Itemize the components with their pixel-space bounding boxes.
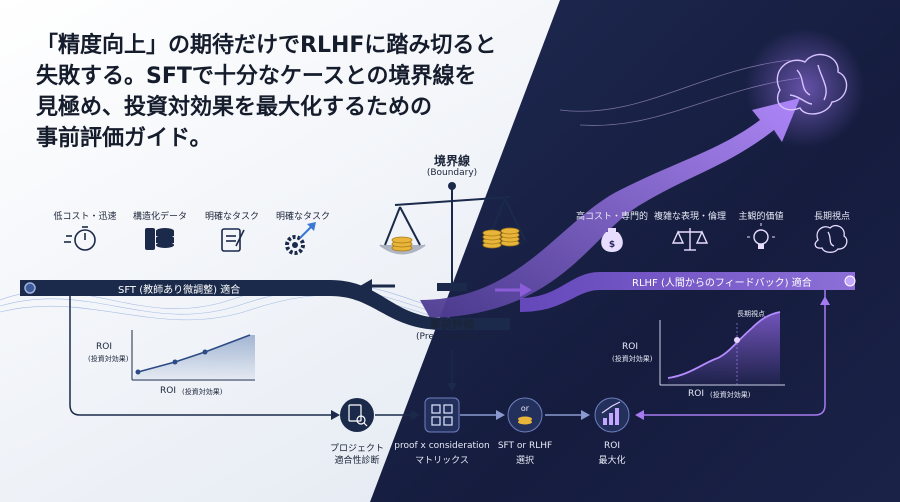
sft-feature-2: 構造化データ <box>132 212 188 222</box>
rlhf-feature-4: 長期視点 <box>813 212 851 222</box>
pre-eval-title: 事前評価 <box>430 318 474 331</box>
rlhf-feature-3: 主観的価値 <box>738 212 784 222</box>
headline: 「精度向上」の期待だけでRLHFに踏み切ると 失敗する。SFTで十分なケースとの… <box>36 30 506 154</box>
or-label: or <box>520 404 530 413</box>
lightbulb-icon <box>747 223 775 249</box>
gear-arrow-icon <box>285 222 316 255</box>
bar-growth-icon <box>603 408 619 425</box>
sft-feature-4: 明確なタスク <box>275 212 331 222</box>
rlhf-roi-ysub: (投資対効果) <box>612 355 653 363</box>
stopwatch-icon <box>64 226 96 251</box>
flow-step-3-line-1: SFT or RLHF <box>497 441 553 451</box>
sft-feature-3: 明確なタスク <box>204 212 260 222</box>
rlhf-feature-1: 高コスト・専門的 <box>575 212 649 222</box>
brain-icon <box>776 53 848 115</box>
sft-roi-ysub: (投資対効果) <box>88 355 129 363</box>
money-bag-icon: $ <box>601 228 623 252</box>
or-coins-icon <box>518 416 532 425</box>
rlhf-feature-2: 複雑な表現・倫理 <box>653 212 727 222</box>
headline-line-1: 「精度向上」の期待だけでRLHFに踏み切ると <box>36 33 497 58</box>
flow-step-2-line-1: proof x consideration <box>394 441 490 451</box>
boundary-subtitle: (Boundary) <box>426 168 478 178</box>
flow-step-2-line-2: マトリックス <box>415 456 469 466</box>
flow-step-3-line-2: 選択 <box>515 456 535 466</box>
rlhf-roi-chart <box>659 311 785 386</box>
sft-roi-chart <box>131 330 255 381</box>
coin-stack-icon <box>391 227 520 252</box>
flow-step-4-line-2: 最大化 <box>598 456 626 466</box>
flow-step-1-line-2: 適合性診断 <box>334 456 380 466</box>
brain-small-icon <box>814 224 848 253</box>
rlhf-roi-xsub: (投資対効果) <box>710 391 751 399</box>
headline-line-3: 見極め、投資対効果を最大化するための <box>36 95 433 120</box>
flow-step-4-line-1: ROI <box>604 441 620 451</box>
boundary-title: 境界線 <box>433 154 471 168</box>
rlhf-roi-peak-label: 長期視点 <box>737 310 765 318</box>
database-icon <box>145 228 174 250</box>
rlhf-roi-ylabel: ROI <box>622 342 638 352</box>
sft-roi-xsub: (投資対効果) <box>182 388 223 396</box>
scale-icon <box>671 228 709 251</box>
matrix-icon <box>431 404 453 426</box>
headline-line-4: 事前評価ガイド。 <box>36 126 212 151</box>
sft-roi-ylabel: ROI <box>96 342 112 352</box>
rlhf-banner-label: RLHF (人間からのフィードバック) 適合 <box>632 278 812 289</box>
pre-eval-subtitle: (Pre-evaluation) <box>416 332 488 342</box>
headline-line-2: 失敗する。SFTで十分なケースとの境界線を <box>36 64 477 89</box>
sft-roi-xlabel: ROI <box>160 386 176 396</box>
sft-feature-1: 低コスト・迅速 <box>53 212 117 222</box>
clipboard-icon <box>221 228 245 252</box>
document-search-icon <box>348 404 368 427</box>
sft-banner-label: SFT (教師あり微調整) 適合 <box>118 285 241 296</box>
rlhf-roi-xlabel: ROI <box>688 389 704 399</box>
flow-step-1-line-1: プロジェクト <box>329 444 385 454</box>
svg-text:$: $ <box>609 240 615 250</box>
